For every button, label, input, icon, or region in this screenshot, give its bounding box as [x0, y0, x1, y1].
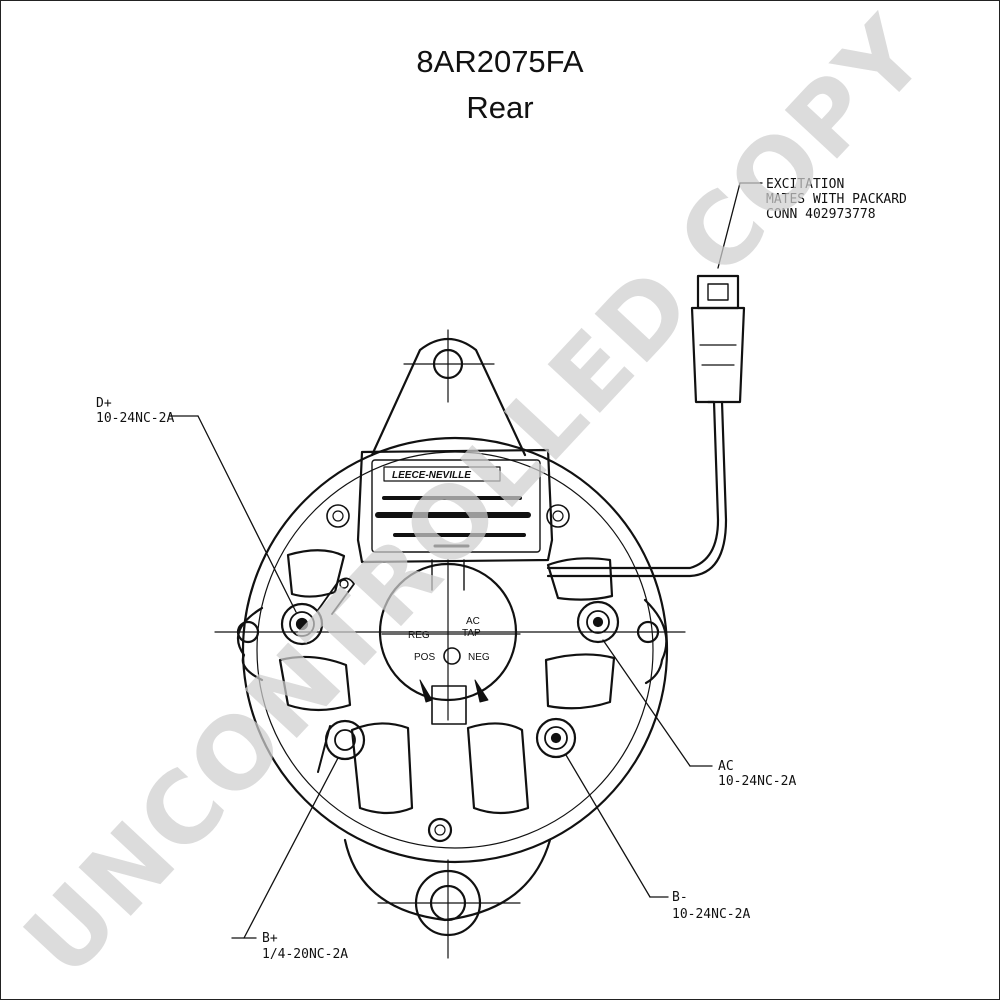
d-plus-terminal	[280, 602, 324, 646]
panel-label-reg: REG	[408, 630, 430, 641]
housing-outline	[241, 436, 669, 864]
excitation-label-line2: MATES WITH PACKARD	[766, 192, 907, 207]
b-minus-label: B-	[672, 890, 688, 905]
vent-opening	[278, 655, 352, 712]
excitation-connector-body	[690, 306, 746, 404]
excitation-leader	[717, 182, 741, 269]
excitation-label-line1: EXCITATION	[766, 177, 844, 192]
excitation-label-line3: CONN 402973778	[766, 207, 876, 222]
regulator-brand: LEECE-NEVILLE	[392, 470, 471, 481]
ac-leader	[602, 639, 691, 767]
ac-terminal	[576, 600, 620, 644]
vent-opening	[546, 557, 614, 601]
part-number-title: 8AR2075FA	[416, 44, 584, 79]
vent-opening	[544, 653, 616, 710]
right-side-ear	[643, 598, 668, 685]
panel-label-ac: AC	[466, 616, 480, 627]
b-plus-thread: 1/4-20NC-2A	[262, 947, 348, 962]
ac-thread: 10-24NC-2A	[718, 774, 796, 789]
b-minus-thread: 10-24NC-2A	[672, 907, 750, 922]
d-plus-thread: 10-24NC-2A	[96, 411, 174, 426]
view-subtitle: Rear	[466, 90, 534, 125]
bottom-stud	[427, 817, 453, 843]
ac-label: AC	[718, 759, 734, 774]
panel-label-neg: NEG	[468, 652, 490, 663]
b-plus-label: B+	[262, 931, 278, 946]
excitation-lead-wire	[546, 400, 720, 570]
b-minus-leader	[565, 754, 651, 898]
panel-label-pos: POS	[414, 652, 435, 663]
d-plus-leader	[197, 415, 297, 613]
b-minus-terminal	[535, 717, 577, 759]
b-plus-leader	[243, 757, 339, 939]
uncontrolled-copy-watermark: UNCONTROLLED COPY	[3, 0, 948, 999]
vent-opening	[466, 722, 530, 815]
d-plus-label: D+	[96, 396, 112, 411]
left-side-ear	[236, 606, 264, 682]
vent-opening	[286, 549, 346, 598]
vent-opening	[350, 722, 414, 815]
panel-label-tap: TAP	[462, 628, 481, 639]
voltage-regulator	[356, 448, 554, 564]
